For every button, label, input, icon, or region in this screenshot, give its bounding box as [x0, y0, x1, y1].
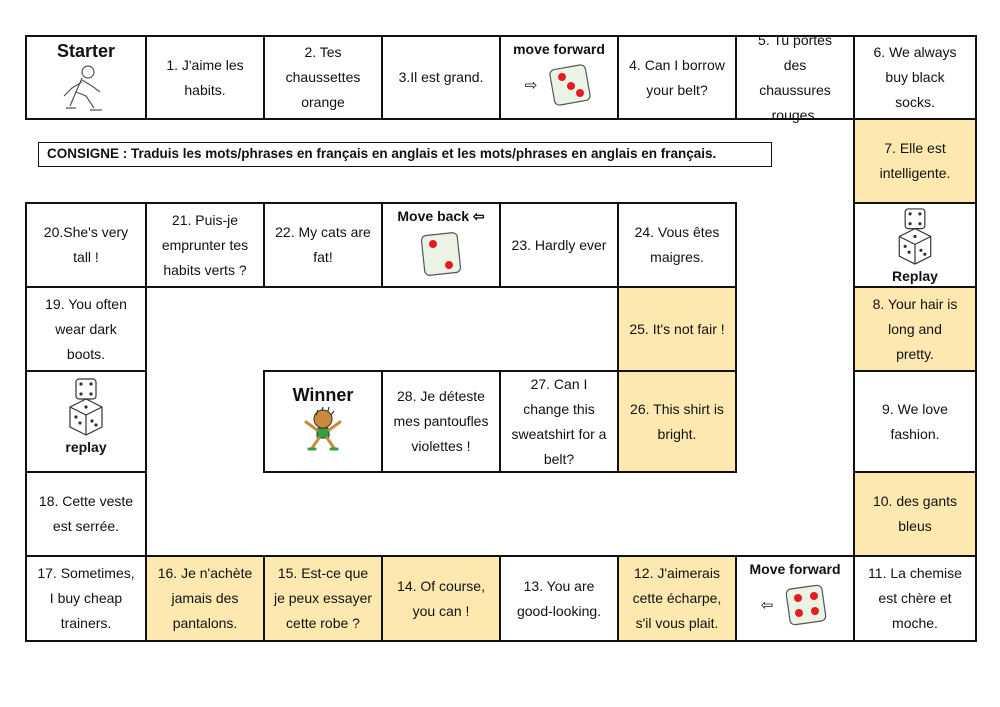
square-text: 12. J'aimerais cette écharpe, s'il vous …	[633, 561, 722, 636]
square-18[interactable]: 18. Cette veste est serrée.	[25, 471, 147, 557]
dice-pair-icon	[64, 375, 108, 437]
square-21[interactable]: 21. Puis-je emprunter tes habits verts ?	[145, 202, 265, 288]
left-arrow-icon: ⇦	[761, 598, 774, 613]
square-text: 20.She's very tall !	[44, 220, 128, 270]
square-8[interactable]: 8. Your hair is long and pretty.	[853, 286, 977, 372]
square-5[interactable]: 5. Tu portes des chaussures rouges.	[735, 35, 855, 120]
square-text: 9. We love fashion.	[882, 397, 948, 447]
right-arrow-icon: ⇨	[525, 78, 538, 93]
square-23[interactable]: 23. Hardly ever	[499, 202, 619, 288]
square-3[interactable]: 3.Il est grand.	[381, 35, 501, 120]
square-text: 17. Sometimes, I buy cheap trainers.	[37, 561, 134, 636]
replay-square-left[interactable]: replay	[25, 370, 147, 473]
square-16[interactable]: 16. Je n'achète jamais des pantalons.	[145, 555, 265, 642]
square-4[interactable]: 4. Can I borrow your belt?	[617, 35, 737, 120]
square-12[interactable]: 12. J'aimerais cette écharpe, s'il vous …	[617, 555, 737, 642]
square-text: 3.Il est grand.	[399, 65, 484, 90]
square-28[interactable]: 28. Je déteste mes pantoufles violettes …	[381, 370, 501, 473]
square-text: 6. We always buy black socks.	[874, 40, 957, 115]
replay-label: Replay	[892, 268, 938, 284]
dice-four-icon	[783, 582, 829, 628]
move-forward-label: move forward	[513, 40, 605, 58]
square-text: 22. My cats are fat!	[275, 220, 371, 270]
move-forward-square[interactable]: move forward ⇨	[499, 35, 619, 120]
square-text: 23. Hardly ever	[512, 233, 607, 258]
square-text: 14. Of course, you can !	[397, 574, 485, 624]
square-20[interactable]: 20.She's very tall !	[25, 202, 147, 288]
move-forward-label: Move forward	[749, 560, 840, 578]
square-text: 2. Tes chaussettes orange	[286, 40, 361, 115]
square-text: 18. Cette veste est serrée.	[39, 489, 133, 539]
square-1[interactable]: 1. J'aime les habits.	[145, 35, 265, 120]
square-14[interactable]: 14. Of course, you can !	[381, 555, 501, 642]
square-text: 8. Your hair is long and pretty.	[873, 292, 958, 367]
square-9[interactable]: 9. We love fashion.	[853, 370, 977, 473]
move-forward-bottom-square[interactable]: Move forward ⇦	[735, 555, 855, 642]
square-27[interactable]: 27. Can I change this sweatshirt for a b…	[499, 370, 619, 473]
replay-label: replay	[65, 439, 106, 455]
square-25[interactable]: 25. It's not fair !	[617, 286, 737, 372]
square-text: 4. Can I borrow your belt?	[629, 53, 725, 103]
move-back-square[interactable]: Move back ⇦	[381, 202, 501, 288]
square-text: 28. Je déteste mes pantoufles violettes …	[394, 384, 489, 459]
square-text: 25. It's not fair !	[629, 317, 724, 342]
square-text: 1. J'aime les habits.	[166, 53, 243, 103]
dice-pair-icon	[893, 207, 937, 266]
square-text: 5. Tu portes des chaussures rouges.	[745, 28, 845, 128]
square-text: 7. Elle est intelligente.	[880, 136, 951, 186]
dice-two-icon	[418, 229, 464, 279]
square-11[interactable]: 11. La chemise est chère et moche.	[853, 555, 977, 642]
square-2[interactable]: 2. Tes chaussettes orange	[263, 35, 383, 120]
runner-icon	[56, 62, 116, 114]
square-text: 16. Je n'achète jamais des pantalons.	[158, 561, 253, 636]
square-text: 11. La chemise est chère et moche.	[868, 561, 962, 636]
square-19[interactable]: 19. You often wear dark boots.	[25, 286, 147, 372]
square-6[interactable]: 6. We always buy black socks.	[853, 35, 977, 120]
square-text: 21. Puis-je emprunter tes habits verts ?	[162, 208, 248, 283]
square-7[interactable]: 7. Elle est intelligente.	[853, 118, 977, 204]
finish-square: Winner	[263, 370, 383, 473]
finish-title: Winner	[293, 384, 354, 406]
square-26[interactable]: 26. This shirt is bright.	[617, 370, 737, 473]
square-text: 13. You are good-looking.	[517, 574, 601, 624]
start-square: Starter	[25, 35, 147, 120]
move-back-label: Move back ⇦	[397, 207, 484, 225]
square-text: 24. Vous êtes maigres.	[635, 220, 720, 270]
square-text: 10. des gants bleus	[873, 489, 957, 539]
square-text: 27. Can I change this sweatshirt for a b…	[512, 372, 607, 472]
square-17[interactable]: 17. Sometimes, I buy cheap trainers.	[25, 555, 147, 642]
square-text: 19. You often wear dark boots.	[45, 292, 127, 367]
dice-three-icon	[547, 62, 593, 108]
square-text: 26. This shirt is bright.	[630, 397, 724, 447]
instruction-box: CONSIGNE : Traduis les mots/phrases en f…	[38, 142, 772, 167]
square-10[interactable]: 10. des gants bleus	[853, 471, 977, 557]
square-text: 15. Est-ce que je peux essayer cette rob…	[274, 561, 372, 636]
replay-square-right[interactable]: Replay	[853, 202, 977, 288]
square-24[interactable]: 24. Vous êtes maigres.	[617, 202, 737, 288]
start-title: Starter	[57, 40, 115, 62]
cheering-child-icon	[298, 406, 348, 452]
square-22[interactable]: 22. My cats are fat!	[263, 202, 383, 288]
square-13[interactable]: 13. You are good-looking.	[499, 555, 619, 642]
square-15[interactable]: 15. Est-ce que je peux essayer cette rob…	[263, 555, 383, 642]
